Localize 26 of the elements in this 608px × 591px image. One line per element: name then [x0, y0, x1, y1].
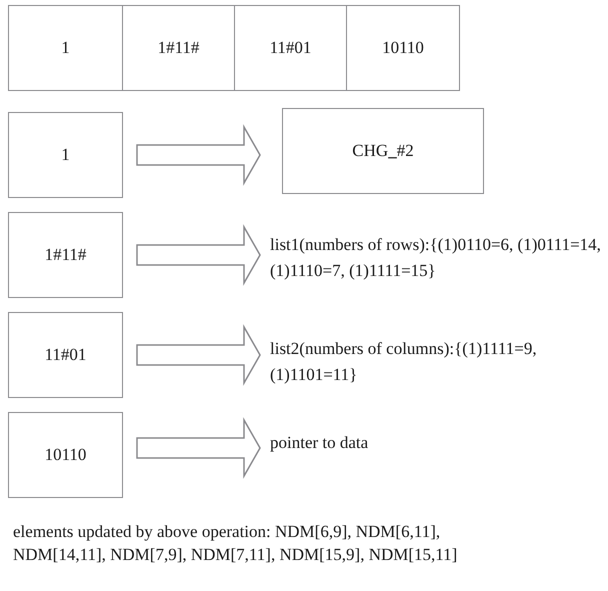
cell-box	[8, 112, 123, 198]
cell-box	[122, 5, 235, 91]
description-text: list2(numbers of columns):{(1)1111=9, (1)1101=11}	[270, 338, 538, 386]
block-arrow	[136, 124, 261, 186]
cell-box	[8, 312, 123, 398]
cell-value: CHG_#2	[352, 140, 414, 162]
cell-value: 1	[61, 37, 70, 59]
cell-box	[8, 412, 123, 498]
description-text: pointer to data	[270, 432, 368, 454]
cell-box	[8, 5, 123, 91]
cell-box	[234, 5, 347, 91]
description-text: list1(numbers of rows):{(1)0110=6, (1)0111=14, (1)1110=7, (1)1111=15}	[270, 234, 602, 282]
note-text: elements updated by above operation: NDM[6,9], NDM[6,11], NDM[14,11], NDM[7,9], NDM[7,11], NDM[15,9], NDM[15,11]	[13, 521, 458, 566]
cell-value: 11#01	[44, 344, 86, 366]
cell-value: 10110	[382, 37, 424, 59]
cell-value: 10110	[44, 444, 86, 466]
block-arrow	[136, 417, 261, 479]
block-arrow	[136, 224, 261, 286]
block-arrow	[136, 324, 261, 386]
cell-box	[8, 212, 123, 298]
cell-value: 11#01	[270, 37, 312, 59]
cell-value: 1#11#	[158, 37, 200, 59]
cell-box	[282, 108, 484, 194]
cell-box	[346, 5, 460, 91]
cell-value: 1#11#	[44, 244, 86, 266]
cell-value: 1	[61, 144, 70, 166]
